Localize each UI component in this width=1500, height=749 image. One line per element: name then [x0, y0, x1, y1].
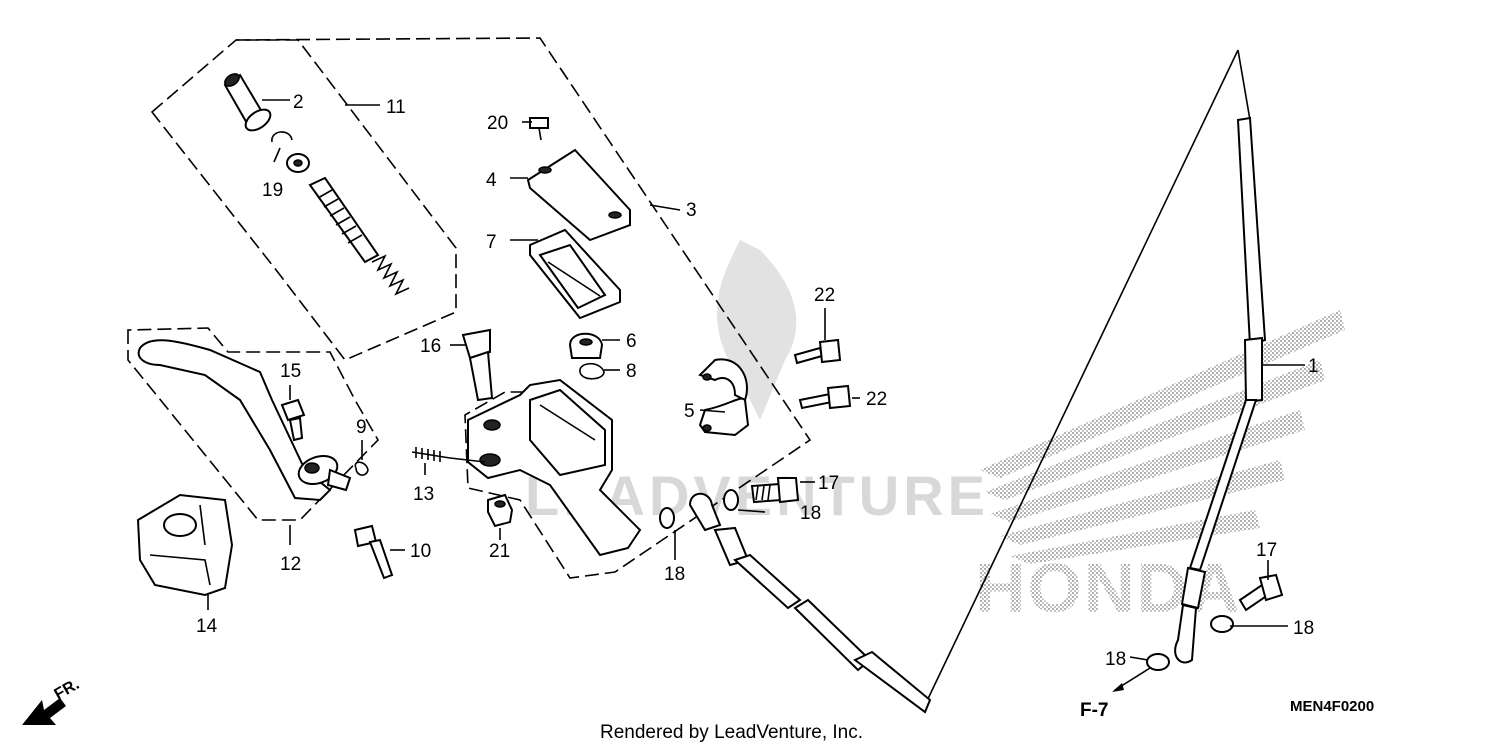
piston-cup-part — [223, 73, 272, 132]
oil-bolt-upper-part — [750, 477, 800, 504]
brake-lever-part — [137, 339, 352, 502]
callout-18-upper-right: 18 — [800, 503, 821, 524]
master-cylinder-body-part — [467, 378, 642, 557]
callout-5: 5 — [684, 401, 695, 422]
callout-19: 19 — [262, 180, 283, 201]
callout-numbers: 1 2 3 4 5 6 7 8 9 10 11 12 13 14 15 16 1… — [196, 92, 1319, 670]
callout-15: 15 — [280, 361, 301, 382]
diaphragm-plate-part — [529, 228, 621, 320]
sealing-washer-right-part — [723, 489, 739, 511]
nut-part — [487, 493, 514, 528]
direction-label: FR. — [52, 676, 83, 704]
callout-3: 3 — [686, 200, 697, 221]
callout-leaders — [207, 99, 1305, 692]
group-outline-piston-set — [150, 39, 457, 361]
sealing-washer-lower-right-part — [1210, 615, 1234, 633]
clamp-bolt-lower-part — [798, 384, 852, 410]
spring-part — [371, 254, 410, 296]
callout-2: 2 — [293, 92, 304, 113]
callout-7: 7 — [486, 232, 497, 253]
lever-pivot-nut-part — [280, 398, 306, 442]
adjuster-screw-part — [411, 447, 486, 463]
brake-hose-main-part — [1174, 116, 1267, 664]
ref-label: F-7 — [1080, 700, 1109, 721]
callout-4: 4 — [486, 170, 497, 191]
callout-10: 10 — [410, 541, 431, 562]
callout-18-lower-right: 18 — [1293, 618, 1314, 639]
screw-part — [529, 117, 549, 141]
callout-17-upper: 17 — [818, 473, 839, 494]
sealing-washer-left-part — [659, 507, 675, 529]
callout-8: 8 — [626, 361, 637, 382]
diagram-code: MEN4F0200 — [1290, 698, 1374, 715]
circlip-part — [271, 131, 293, 143]
callout-14: 14 — [196, 616, 218, 637]
callout-17-lower: 17 — [1256, 540, 1277, 561]
footer-credit: Rendered by LeadVenture, Inc. — [600, 722, 863, 743]
spring-clip-part — [354, 461, 369, 476]
reservoir-cap-part — [526, 148, 631, 242]
holder-clamp-part — [698, 358, 750, 437]
callout-16: 16 — [420, 336, 441, 357]
lever-cover-part — [136, 493, 234, 597]
group-outline-lever — [127, 327, 379, 521]
callout-1: 1 — [1308, 356, 1319, 377]
group-outline-master-cylinder — [235, 37, 812, 579]
callout-18-lower-left: 18 — [1105, 649, 1126, 670]
boot-part — [568, 332, 604, 359]
sealing-washer-lower-left-part — [1146, 653, 1170, 671]
callout-22-upper: 22 — [814, 285, 835, 306]
stop-switch-part — [353, 524, 394, 580]
callout-22-lower: 22 — [866, 389, 887, 410]
callout-20: 20 — [487, 113, 508, 134]
piston-boot-part — [308, 176, 380, 264]
pivot-bolt-part — [461, 328, 494, 402]
snap-ring-part — [579, 362, 605, 380]
front-direction-arrow: FR. — [22, 676, 82, 725]
callout-11: 11 — [386, 97, 406, 118]
honda-wing-logo: HONDA — [975, 310, 1345, 627]
callout-6: 6 — [626, 331, 637, 352]
brake-hose-upper-part — [688, 492, 932, 714]
clamp-bolt-upper-part — [793, 338, 842, 365]
callout-18-upper-left: 18 — [664, 564, 685, 585]
callout-21: 21 — [489, 541, 510, 562]
callout-9: 9 — [356, 417, 367, 438]
callout-13: 13 — [413, 484, 434, 505]
callout-12: 12 — [280, 554, 301, 575]
oil-bolt-lower-part — [1238, 573, 1284, 612]
